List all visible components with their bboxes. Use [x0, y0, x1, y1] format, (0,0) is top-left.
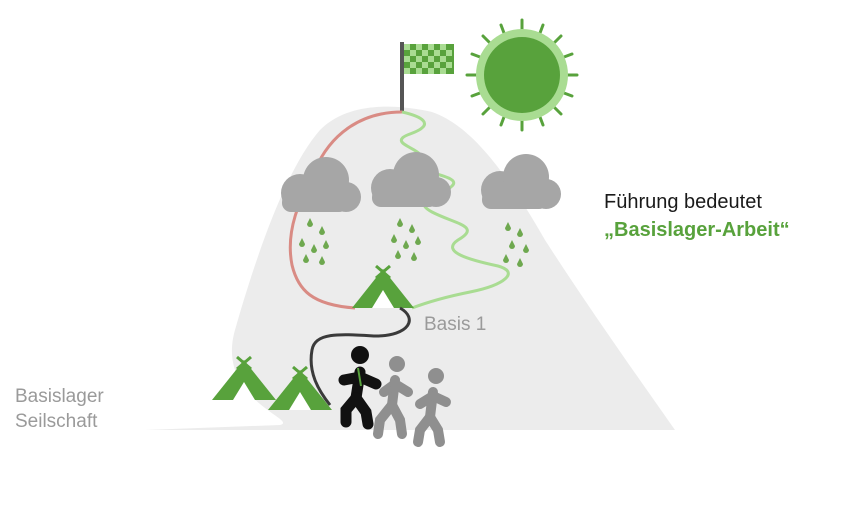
climber-head	[428, 368, 444, 384]
headline-line2: „Basislager-Arbeit“	[604, 219, 790, 241]
raindrop-icon	[299, 218, 529, 267]
climber-icon	[373, 375, 413, 439]
basislager-seilschaft-label: Basislager Seilschaft	[15, 384, 104, 434]
cloud-icon	[481, 154, 561, 209]
climber-tie	[357, 367, 362, 387]
climber-icon	[413, 387, 451, 447]
climber-icon	[338, 366, 382, 430]
cloud-icon	[281, 157, 361, 212]
tent-icon	[268, 365, 332, 410]
climber-head	[389, 356, 405, 372]
checkered-flag-icon	[400, 42, 454, 112]
basis-1-label: Basis 1	[424, 314, 487, 335]
mountain	[145, 106, 675, 430]
headline-line1: Führung bedeutet	[604, 191, 762, 213]
sun-icon	[465, 18, 579, 132]
tent-icon	[212, 355, 276, 400]
rope	[309, 306, 411, 406]
climber-head	[351, 346, 369, 364]
basislager-label: Basislager	[15, 386, 104, 407]
tent-icon	[352, 264, 414, 308]
cloud-icon	[371, 152, 451, 207]
seilschaft-label: Seilschaft	[15, 411, 98, 432]
zigzag-route-path	[399, 110, 510, 310]
